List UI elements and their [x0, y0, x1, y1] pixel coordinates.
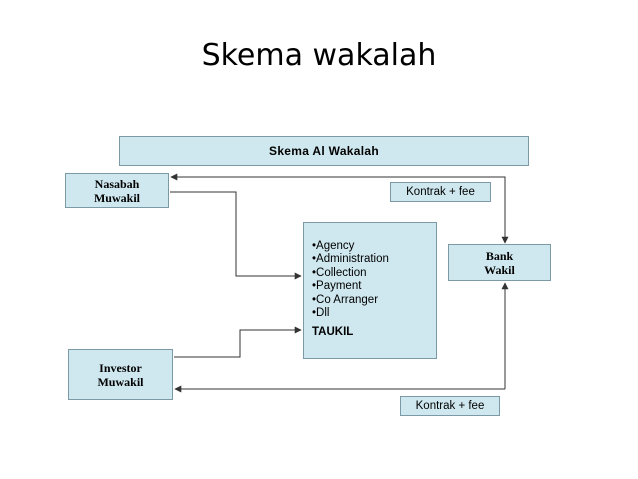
- taukil-item-collection: •Collection: [312, 266, 367, 279]
- diagram-header: Skema Al Wakalah: [119, 136, 529, 166]
- nasabah-label-line2: Muwakil: [93, 190, 140, 205]
- taukil-box: •Agency •Administration •Collection •Pay…: [303, 222, 437, 359]
- bank-box: Bank Wakil: [448, 244, 551, 281]
- bank-label-line2: Wakil: [484, 262, 515, 277]
- investor-box: Investor Muwakil: [68, 349, 173, 400]
- bank-label-line1: Bank: [485, 248, 514, 263]
- nasabah-label-line1: Nasabah: [94, 176, 140, 191]
- taukil-item-co-arranger: •Co Arranger: [312, 293, 379, 306]
- nasabah-box: Nasabah Muwakil: [65, 173, 169, 208]
- taukil-title: TAUKIL: [312, 326, 354, 339]
- investor-label-line1: Investor: [99, 360, 142, 375]
- taukil-item-dll: •Dll: [312, 307, 330, 320]
- taukil-item-payment: •Payment: [312, 280, 362, 293]
- arrow-nasabah-to-taukil: [170, 191, 302, 280]
- taukil-list: •Agency •Administration •Collection •Pay…: [312, 240, 436, 320]
- fee-label-bottom: Kontrak + fee: [400, 396, 500, 416]
- arrow-top-return-to-nasabah: [170, 173, 509, 244]
- slide-title: Skema wakalah: [201, 38, 437, 73]
- investor-label-line2: Muwakil: [97, 374, 144, 389]
- arrow-investor-to-taukil: [174, 326, 302, 358]
- taukil-item-administration: •Administration: [312, 253, 389, 266]
